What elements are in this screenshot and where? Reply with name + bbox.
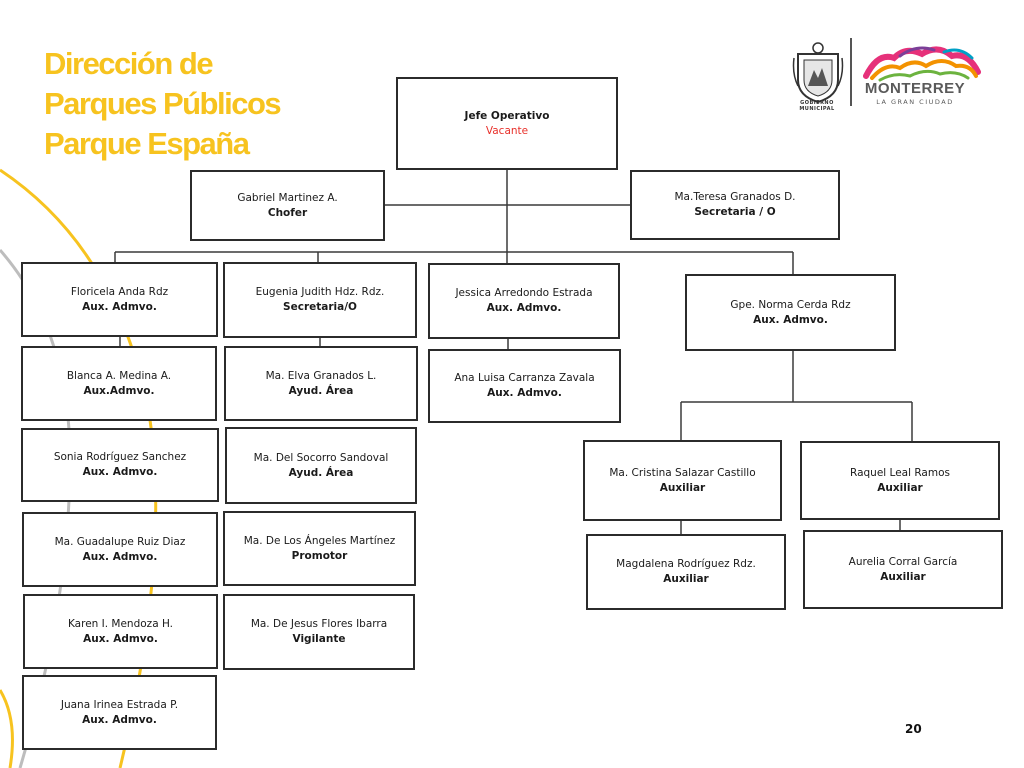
org-box-col4-left: Magdalena Rodríguez Rdz. Auxiliar — [586, 534, 786, 610]
title-line-1: Dirección de — [44, 46, 214, 81]
org-box-col1: Ma. Guadalupe Ruiz Diaz Aux. Admvo. — [22, 512, 218, 587]
box-role: Promotor — [291, 549, 348, 562]
box-name: Vacante — [485, 124, 529, 137]
box-name: Eugenia Judith Hdz. Rdz. — [255, 286, 385, 298]
box-role: Aux.Admvo. — [83, 384, 155, 397]
page-number: 20 — [905, 722, 922, 736]
org-box-secretaria: Ma.Teresa Granados D. Secretaria / O — [630, 170, 840, 240]
org-box-col1: Juana Irinea Estrada P. Aux. Admvo. — [22, 675, 217, 750]
box-name: Ma. Elva Granados L. — [265, 369, 377, 382]
page-title: Dirección de Parques Públicos Parque Esp… — [44, 44, 282, 164]
org-box-col1: Blanca A. Medina A. Aux.Admvo. — [21, 346, 217, 421]
box-name: Ana Luisa Carranza Zavala — [454, 372, 595, 384]
org-box-col4-right: Aurelia Corral García Auxiliar — [803, 530, 1003, 609]
box-role: Ayud. Área — [288, 466, 354, 479]
org-box-col4-left: Ma. Cristina Salazar Castillo Auxiliar — [583, 440, 782, 521]
box-name: Gabriel Martinez A. — [237, 191, 338, 204]
municipal-crest-icon — [792, 42, 844, 104]
box-name: Magdalena Rodríguez Rdz. — [616, 558, 756, 570]
box-role: Auxiliar — [880, 570, 926, 583]
box-name: Ma. Cristina Salazar Castillo — [609, 466, 756, 479]
crest-label: GOBIERNO MUNICIPAL — [799, 100, 835, 112]
org-box-col3: Ana Luisa Carranza Zavala Aux. Admvo. — [428, 349, 621, 423]
box-role: Auxiliar — [659, 481, 706, 494]
box-name: Juana Irinea Estrada P. — [60, 698, 179, 711]
box-role: Auxiliar — [663, 573, 709, 585]
org-box-col1: Sonia Rodríguez Sanchez Aux. Admvo. — [21, 428, 219, 502]
box-role: Secretaria/O — [283, 301, 357, 313]
org-box-col1: Karen I. Mendoza H. Aux. Admvo. — [23, 594, 218, 669]
box-role: Auxiliar — [877, 481, 923, 494]
yellow-arc-small — [0, 689, 14, 768]
org-box-col4-lead: Gpe. Norma Cerda Rdz Aux. Admvo. — [685, 274, 896, 351]
box-name: Aurelia Corral García — [848, 555, 958, 568]
monterrey-mountain-logo-icon — [863, 46, 981, 82]
box-role: Aux. Admvo. — [486, 302, 562, 314]
org-box-jefe-operativo: Jefe Operativo Vacante — [396, 77, 618, 170]
box-role: Aux. Admvo. — [83, 632, 158, 645]
box-name: Sonia Rodríguez Sanchez — [53, 451, 187, 463]
logo-divider — [850, 38, 852, 106]
org-box-col2: Ma. Elva Granados L. Ayud. Área — [224, 346, 418, 421]
org-box-col2: Ma. De Los Ángeles Martínez Promotor — [223, 511, 416, 586]
box-role: Aux. Admvo. — [82, 713, 157, 726]
box-role: Chofer — [267, 206, 308, 219]
box-role: Vigilante — [292, 633, 346, 645]
org-box-col4-right: Raquel Leal Ramos Auxiliar — [800, 441, 1000, 520]
brand-tagline: LA GRAN CIUDAD — [876, 98, 954, 106]
box-role: Jefe Operativo — [464, 109, 550, 122]
org-box-chofer: Gabriel Martinez A. Chofer — [190, 170, 385, 241]
box-name: Floricela Anda Rdz — [70, 285, 169, 298]
box-name: Ma.Teresa Granados D. — [674, 191, 796, 203]
box-role: Aux. Admvo. — [487, 387, 562, 399]
box-name: Blanca A. Medina A. — [66, 369, 172, 382]
org-box-col1: Floricela Anda Rdz Aux. Admvo. — [21, 262, 218, 337]
box-name: Jessica Arredondo Estrada — [455, 287, 593, 299]
box-name: Ma. Guadalupe Ruiz Diaz — [54, 535, 186, 548]
org-box-col3: Jessica Arredondo Estrada Aux. Admvo. — [428, 263, 620, 339]
box-role: Ayud. Área — [288, 384, 354, 397]
logos: GOBIERNO MUNICIPAL MONTERREY LA GRAN CIU… — [782, 36, 987, 112]
box-role: Secretaria / O — [694, 206, 776, 218]
box-role: Aux. Admvo. — [82, 550, 158, 563]
box-role: Aux. Admvo. — [82, 466, 158, 478]
box-name: Raquel Leal Ramos — [850, 466, 950, 479]
brand-name: MONTERREY — [864, 80, 966, 97]
box-name: Ma. De Jesus Flores Ibarra — [250, 618, 388, 630]
box-name: Karen I. Mendoza H. — [67, 617, 174, 630]
title-line-2: Parques Públicos — [44, 86, 282, 121]
box-name: Ma. De Los Ángeles Martínez — [243, 534, 396, 547]
org-box-col2: Ma. Del Socorro Sandoval Ayud. Área — [225, 427, 417, 504]
title-line-3: Parque España — [44, 126, 250, 161]
org-box-col2: Eugenia Judith Hdz. Rdz. Secretaria/O — [223, 262, 417, 338]
box-name: Ma. Del Socorro Sandoval — [253, 451, 389, 464]
box-role: Aux. Admvo. — [753, 313, 828, 326]
box-name: Gpe. Norma Cerda Rdz — [730, 298, 851, 311]
box-role: Aux. Admvo. — [82, 300, 157, 313]
org-box-col2: Ma. De Jesus Flores Ibarra Vigilante — [223, 594, 415, 670]
